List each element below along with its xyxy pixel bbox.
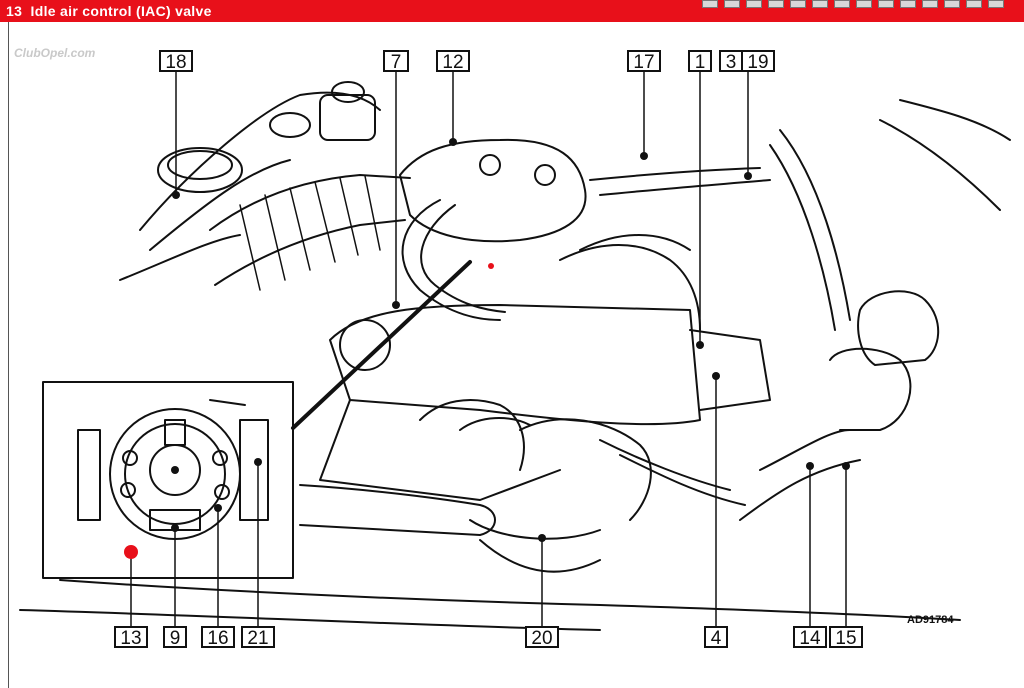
throttle-body-cover	[399, 138, 587, 243]
distributor	[689, 329, 771, 411]
callout-7: 7	[383, 50, 409, 73]
toolbar-button[interactable]	[790, 0, 806, 8]
figure-code: AD91784	[907, 614, 954, 626]
window-title: 13 Idle air control (IAC) valve	[6, 3, 212, 19]
callout-20: 20	[525, 626, 559, 649]
callout-19: 19	[741, 50, 775, 73]
coolant-pipe	[299, 484, 496, 536]
oil-filler-cap	[339, 319, 391, 371]
inset-pointer	[291, 260, 472, 430]
exhaust-manifold	[419, 399, 525, 471]
toolbar-button[interactable]	[856, 0, 872, 8]
watermark: ClubOpel.com	[14, 46, 96, 60]
callout-1: 1	[688, 50, 712, 73]
title-bar: 13 Idle air control (IAC) valve	[0, 0, 1024, 22]
callout-4: 4	[704, 626, 728, 649]
toolbar-button[interactable]	[812, 0, 828, 8]
coolant-reservoir	[157, 147, 243, 193]
brake-master-cylinder	[857, 290, 940, 366]
toolbar-button[interactable]	[966, 0, 982, 8]
toolbar-button[interactable]	[702, 0, 718, 8]
toolbar-button[interactable]	[834, 0, 850, 8]
callout-21: 21	[241, 626, 275, 649]
callout-17: 17	[627, 50, 661, 73]
brake-fluid-reservoir	[269, 112, 311, 138]
callout-18: 18	[159, 50, 193, 73]
iac-location-marker	[488, 263, 494, 269]
iac-valve-inset	[42, 381, 294, 579]
callout-15: 15	[829, 626, 863, 649]
callout-14: 14	[793, 626, 827, 649]
toolbar-button[interactable]	[768, 0, 784, 8]
valve-cover	[329, 304, 701, 426]
air-intake-duct	[209, 174, 411, 231]
toolbar-button[interactable]	[988, 0, 1004, 8]
callout-12: 12	[436, 50, 470, 73]
toolbar-button[interactable]	[724, 0, 740, 8]
toolbar-button[interactable]	[878, 0, 894, 8]
toolbar-button[interactable]	[900, 0, 916, 8]
toolbar-button[interactable]	[944, 0, 960, 8]
callout-16: 16	[201, 626, 235, 649]
frame-edge	[8, 22, 9, 688]
toolbar-button[interactable]	[922, 0, 938, 8]
washer-reservoir	[319, 94, 376, 141]
callout-13: 13	[114, 626, 148, 649]
callout-3: 3	[719, 50, 743, 73]
iac-valve-highlight	[124, 545, 138, 559]
callout-9: 9	[163, 626, 187, 649]
toolbar-button[interactable]	[746, 0, 762, 8]
